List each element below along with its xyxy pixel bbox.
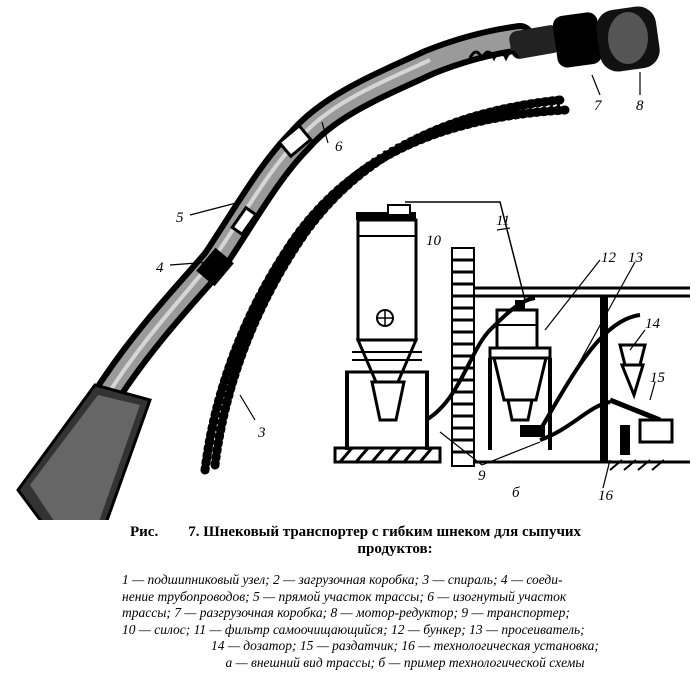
label-b: б <box>512 485 520 501</box>
label-12: 12 <box>601 250 617 266</box>
conveyor-tube <box>16 6 660 520</box>
label-8: 8 <box>636 98 644 114</box>
legend-line: 14 — дозатор; 15 — раздатчик; 16 — техно… <box>211 638 599 653</box>
process-scheme <box>333 201 690 471</box>
caption-line-2: продуктов: <box>357 541 433 557</box>
label-9: 9 <box>478 468 486 484</box>
label-4: 4 <box>156 260 164 276</box>
figure-drawing: 1 2 3 4 5 6 7 8 9 10 11 12 13 14 15 16 а… <box>16 6 690 520</box>
label-14: 14 <box>645 316 661 332</box>
spiral <box>200 95 570 475</box>
label-11: 11 <box>496 213 510 229</box>
legend-line: нение трубопроводов; 5 — прямой участок … <box>122 588 567 604</box>
legend-line: а — внешний вид трассы; б — пример техно… <box>225 654 585 670</box>
label-7: 7 <box>594 98 603 114</box>
label-3: 3 <box>257 425 266 441</box>
label-13: 13 <box>628 250 643 266</box>
figure-legend: 1 — подшипниковый узел; 2 — загрузочная … <box>122 572 688 671</box>
leader-lines <box>169 72 656 489</box>
figure-caption: Рис. 7. Шнековый транспортер с гибким шне… <box>130 524 600 558</box>
caption-line-1: 7. Шнековый транспортер с гибким шнеком … <box>188 524 582 540</box>
label-10: 10 <box>426 233 442 249</box>
label-16: 16 <box>598 488 614 504</box>
label-6: 6 <box>335 139 343 155</box>
label-5: 5 <box>176 210 184 226</box>
legend-line: 10 — силос; 11 — фильтр самоочищающийся;… <box>122 621 585 637</box>
legend-line: 1 — подшипниковый узел; 2 — загрузочная … <box>122 572 563 587</box>
label-15: 15 <box>650 370 666 386</box>
caption-prefix: Рис. <box>130 524 159 540</box>
legend-line: трассы; 7 — разгрузочная коробка; 8 — мо… <box>122 605 570 620</box>
